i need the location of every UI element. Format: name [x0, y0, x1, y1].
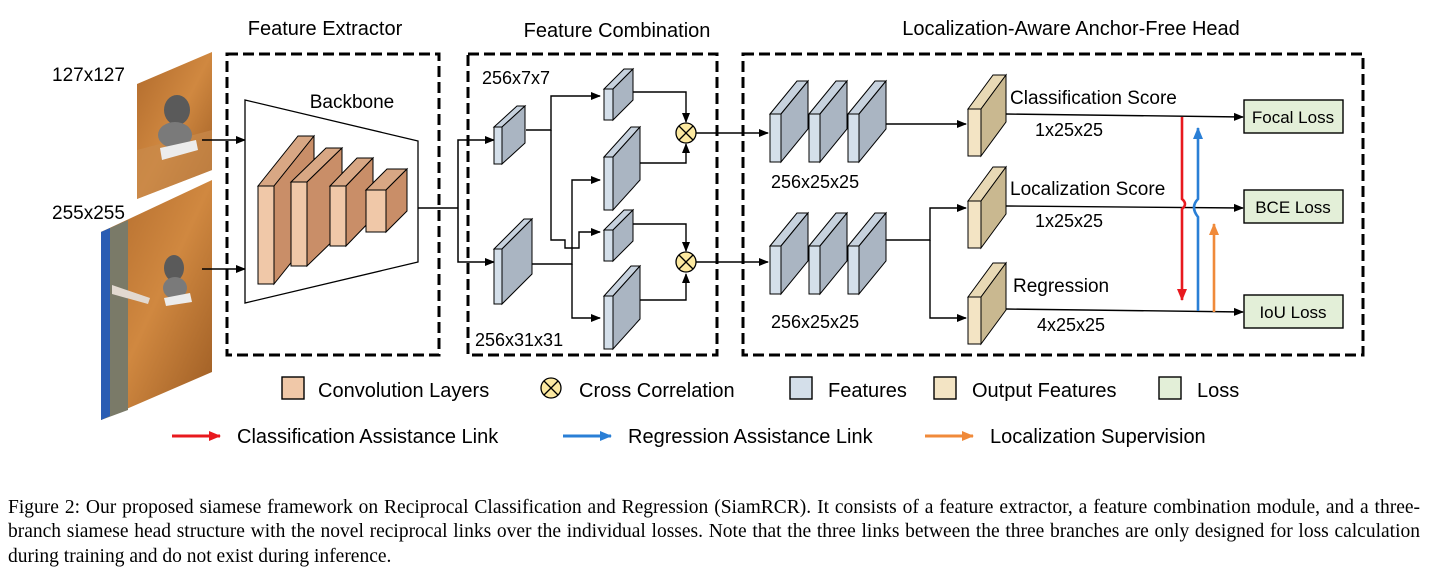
- template-cls-feature: [604, 69, 633, 120]
- template-feature-block: [494, 106, 525, 164]
- legend-loss-swatch: [1159, 377, 1181, 399]
- xcorr-top-icon: [676, 123, 696, 143]
- reg-label: Regression: [1013, 276, 1109, 297]
- legend-loss-label: Loss: [1197, 380, 1239, 402]
- head-bottom-feature-2: [809, 213, 847, 294]
- template-to-fc-line: [551, 130, 600, 248]
- search-to-fb-line: [532, 180, 600, 264]
- bottom-stack-to-loc-arrow: [886, 208, 966, 240]
- fb-to-xcorr-line: [640, 144, 686, 163]
- fa-to-xcorr-line: [633, 92, 686, 122]
- fc-to-xcorr-line: [633, 224, 686, 251]
- section-title-head: Localization-Aware Anchor-Free Head: [902, 18, 1240, 40]
- template-to-fa-line: [526, 96, 600, 130]
- template-reg-feature: [604, 210, 633, 261]
- framework-diagram: Feature Extractor Feature Combination Lo…: [0, 0, 1429, 476]
- search-to-fd-line: [572, 264, 600, 318]
- feature-combination-box: [468, 54, 717, 355]
- head-top-feature-3: [848, 81, 886, 162]
- iou-loss-label: IoU Loss: [1259, 303, 1326, 322]
- head-top-feature-2: [809, 81, 847, 162]
- fd-to-xcorr-line: [640, 274, 686, 300]
- search-size-label: 255x255: [52, 203, 125, 224]
- legend-output-swatch: [934, 377, 956, 399]
- template-branch-line: [458, 140, 494, 208]
- cls-output-feature: [968, 75, 1006, 156]
- loc-to-bce-arrow: [1006, 206, 1243, 208]
- reg-to-iou-arrow: [1006, 309, 1243, 312]
- bottom-stack-to-reg-arrow: [930, 240, 966, 318]
- legend-features-label: Features: [828, 380, 907, 402]
- template-image: [137, 52, 212, 199]
- loc-dim: 1x25x25: [1035, 211, 1103, 231]
- head-top-feature-1: [770, 81, 808, 162]
- head-top-dim-label: 256x25x25: [771, 172, 859, 192]
- backbone-label: Backbone: [310, 92, 395, 113]
- loc-output-feature: [968, 167, 1006, 248]
- search-reg-feature: [604, 266, 640, 349]
- search-dim-label: 256x31x31: [475, 330, 563, 350]
- search-feature-block: [494, 219, 532, 304]
- xcorr-bottom-icon: [676, 252, 696, 272]
- cls-label: Classification Score: [1010, 88, 1177, 109]
- section-title-feature-extractor: Feature Extractor: [248, 18, 403, 40]
- legend-reg-link-label: Regression Assistance Link: [628, 426, 874, 448]
- legend-xcorr-icon: [541, 378, 561, 398]
- head-bottom-feature-3: [848, 213, 886, 294]
- head-bottom-feature-1: [770, 213, 808, 294]
- focal-loss-label: Focal Loss: [1252, 108, 1334, 127]
- legend-output-label: Output Features: [972, 380, 1117, 402]
- template-size-label: 127x127: [52, 65, 125, 86]
- cls-assist-link: [1182, 117, 1185, 300]
- legend-cls-link-label: Classification Assistance Link: [237, 426, 499, 448]
- cls-dim: 1x25x25: [1035, 120, 1103, 140]
- legend-xcorr-label: Cross Correlation: [579, 380, 735, 402]
- section-title-feature-combination: Feature Combination: [524, 20, 711, 42]
- legend-loc-link-label: Localization Supervision: [990, 426, 1206, 448]
- loc-label: Localization Score: [1010, 179, 1165, 200]
- reg-assist-link: [1194, 128, 1198, 311]
- bce-loss-label: BCE Loss: [1255, 198, 1331, 217]
- search-cls-feature: [604, 127, 640, 210]
- search-branch-line: [458, 208, 494, 262]
- reg-output-feature: [968, 263, 1006, 344]
- cls-to-focal-arrow: [1006, 114, 1243, 117]
- reg-dim: 4x25x25: [1037, 315, 1105, 335]
- figure-caption: Figure 2: Our proposed siamese framework…: [8, 496, 1420, 569]
- template-dim-label: 256x7x7: [482, 68, 550, 88]
- legend-conv-swatch: [282, 377, 304, 399]
- head-bottom-dim-label: 256x25x25: [771, 312, 859, 332]
- legend-conv-label: Convolution Layers: [318, 380, 489, 402]
- legend-features-swatch: [790, 377, 812, 399]
